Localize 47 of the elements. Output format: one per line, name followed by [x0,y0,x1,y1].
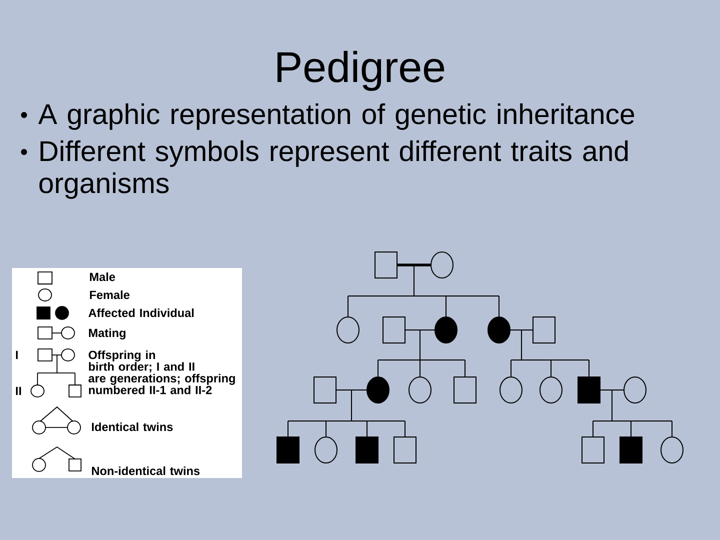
descent-line [630,420,632,437]
family-line [288,389,406,422]
legend-label: Identical twins [92,422,173,432]
family-line [592,389,672,422]
square-symbol [276,436,300,464]
descent-line [464,359,466,377]
legend-label: Female [90,290,130,300]
title: Pedigree [277,50,444,91]
family-line [510,329,590,360]
descent-line [550,359,552,377]
square-symbol [578,376,600,404]
bullet-text: Different symbols represent different traits and organisms [39,140,628,199]
circle-symbol [540,376,562,404]
square-symbol [374,251,398,278]
bullet-text: A graphic representation of genetic inheritance [38,103,634,130]
descent-line [510,359,512,377]
legend-label: Non-identical twins [92,466,200,476]
circle-symbol [366,376,390,404]
legend-label: Male [90,272,116,282]
circle-symbol [660,436,684,464]
square-symbol [356,436,378,464]
square-symbol [454,376,476,404]
square-symbol [314,376,336,404]
descent-line [592,420,594,437]
generation-numeral: I [16,350,18,359]
circle-symbol [434,316,458,344]
square-symbol [532,316,556,344]
square-symbol [382,316,406,344]
square-symbol [582,436,604,464]
legend-label: Mating [89,328,126,340]
square-symbol [394,436,416,464]
family-line [378,329,466,360]
circle-symbol [336,316,360,344]
descent-line [366,420,368,437]
circle-symbol [314,436,338,464]
square-symbol [620,436,642,464]
circle-symbol [430,251,454,278]
legend-label: Offspring in birth order; I and II are generations; offspring numbered II-1 and II-2 [88,350,235,394]
circle-symbol [408,376,432,404]
circle-symbol [500,376,522,404]
generation-numeral: II [16,386,21,395]
circle-symbol [624,376,646,404]
circle-symbol [488,316,510,344]
descent-line [404,420,406,437]
descent-line [588,359,590,377]
descent-line [498,295,500,317]
legend-label: Affected Individual [88,308,194,318]
